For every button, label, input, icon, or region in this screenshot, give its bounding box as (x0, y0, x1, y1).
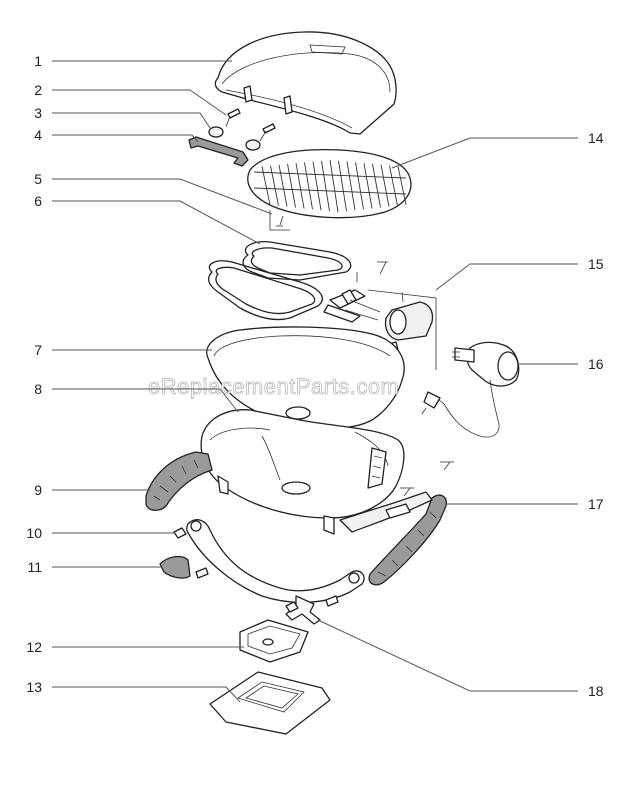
callout-number-4[interactable]: 4 (34, 127, 42, 143)
leader-line-18 (317, 619, 578, 692)
part-leg-screws[interactable] (195, 567, 339, 607)
grate-bar (295, 163, 305, 209)
part-leg-cap[interactable] (159, 555, 191, 579)
grate-bar (363, 163, 373, 209)
part-grill-body[interactable] (200, 409, 405, 535)
leader-line-6 (52, 200, 261, 245)
callout-number-7[interactable]: 7 (34, 342, 42, 358)
callout-number-5[interactable]: 5 (34, 171, 42, 187)
callout-number-8[interactable]: 8 (34, 381, 42, 397)
leader-line-2 (52, 89, 227, 116)
part-lid-handle[interactable] (188, 136, 249, 167)
grate-bar (278, 164, 288, 207)
grate-bar (287, 163, 296, 208)
part-small-screws[interactable] (269, 210, 290, 231)
leader-line-8 (52, 388, 239, 413)
callout-number-10[interactable]: 10 (26, 525, 42, 541)
part-temperature-control[interactable] (421, 341, 520, 438)
callout-number-12[interactable]: 12 (26, 639, 42, 655)
callout-number-6[interactable]: 6 (34, 193, 42, 209)
callout-number-15[interactable]: 15 (588, 256, 604, 272)
part-right-frame-handle[interactable] (339, 461, 454, 586)
callout-number-1[interactable]: 1 (34, 53, 42, 69)
part-drip-pan-liner[interactable] (209, 671, 331, 735)
leader-line-14 (391, 137, 578, 169)
grate-crossbar (253, 187, 407, 195)
part-frame-screw[interactable] (173, 527, 187, 539)
grate-bar (312, 161, 322, 211)
grate-bar (380, 164, 390, 207)
leader-line-3 (52, 112, 211, 129)
callout-number-11[interactable]: 11 (27, 559, 42, 575)
watermark-text: eReplacementParts.com (148, 374, 399, 399)
grate-bar (397, 166, 407, 205)
part-cooking-grate[interactable] (247, 149, 412, 219)
callout-number-2[interactable]: 2 (34, 82, 42, 98)
leader-line-5 (52, 178, 273, 215)
part-lid-screws[interactable] (225, 108, 276, 142)
part-heating-element[interactable] (207, 241, 381, 323)
grate-crossbar (253, 171, 407, 179)
leader-line-15 (435, 263, 578, 291)
grate-bar (321, 160, 330, 212)
part-left-side-handle[interactable] (145, 451, 213, 511)
grate-bar (355, 162, 364, 210)
callout-number-9[interactable]: 9 (34, 482, 42, 498)
callout-number-13[interactable]: 13 (26, 679, 42, 695)
callout-number-16[interactable]: 16 (588, 356, 604, 372)
leader-line-13 (52, 686, 241, 703)
grate-bar (389, 165, 398, 206)
part-lid[interactable] (214, 31, 397, 135)
part-drip-tray[interactable] (239, 619, 309, 663)
part-handle-spacers[interactable] (208, 126, 261, 151)
callout-number-3[interactable]: 3 (34, 105, 42, 121)
leader-line-4 (52, 134, 199, 143)
grate-bar (346, 161, 356, 211)
part-center-support[interactable] (285, 595, 321, 625)
callout-number-18[interactable]: 18 (588, 683, 604, 699)
grate-bar (304, 162, 313, 210)
grate-bar (329, 159, 339, 213)
grate-bar (372, 163, 381, 208)
callout-number-17[interactable]: 17 (588, 496, 604, 512)
grate-bar (338, 160, 347, 212)
part-front-leg-frame[interactable] (186, 519, 365, 604)
callout-number-14[interactable]: 14 (588, 130, 604, 146)
